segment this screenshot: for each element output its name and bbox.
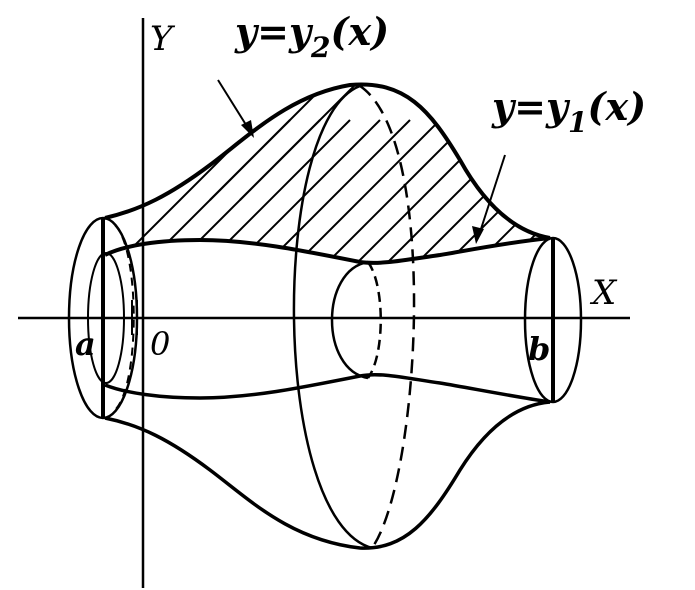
lower-curve-y1: [104, 236, 551, 265]
b-label: b: [528, 330, 550, 368]
arrow-lower: [472, 154, 506, 244]
arrow-upper: [217, 79, 254, 138]
left-hidden-edge: [114, 224, 135, 411]
inner-section-front: [330, 260, 369, 380]
middle-section-front: [292, 84, 373, 550]
upper-curve-y2: [104, 82, 551, 240]
upper-curve-label: y=y2(x): [234, 9, 389, 64]
x-axis-label: X: [589, 273, 618, 313]
middle-section-back: [359, 84, 416, 549]
outer-bottom-curve: [104, 400, 551, 550]
a-label: a: [75, 325, 96, 363]
lower-curve-label: y=y1(x): [491, 84, 646, 139]
left-end-inner-ellipse: [87, 252, 125, 384]
y-axis-label: Y: [150, 19, 176, 59]
origin-label: 0: [150, 325, 170, 363]
inner-bottom-curve: [104, 372, 551, 404]
inner-section-back: [366, 261, 382, 379]
